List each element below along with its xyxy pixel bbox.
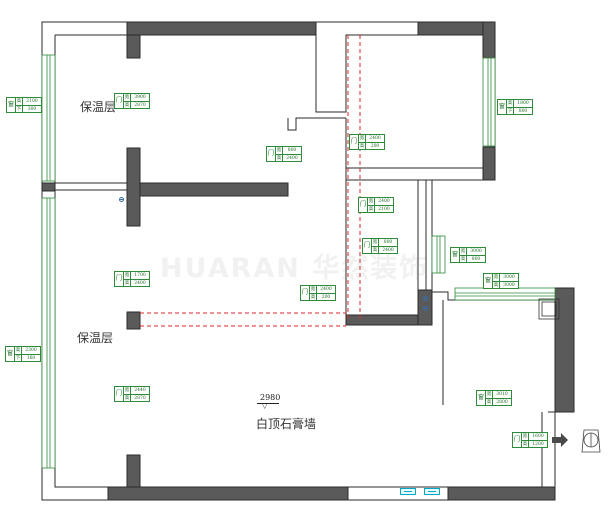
- ceiling-height-line: [257, 403, 279, 404]
- ceiling-marker-icon: ▽: [262, 402, 268, 410]
- entrance-icon: [552, 429, 601, 453]
- ceiling-material-label: 白顶石膏墙: [256, 417, 317, 431]
- appliance: [538, 298, 560, 320]
- ceiling-height-value: 2980: [260, 393, 281, 402]
- window-frames: [41, 54, 556, 469]
- floor-outlet-icon: [424, 488, 440, 495]
- room-label-top-left: 保温层: [80, 100, 117, 114]
- vent-icon: [423, 296, 428, 301]
- vent-icon: [423, 306, 428, 311]
- room-label-left: 保温层: [77, 331, 114, 345]
- demolition-dashed-lines: [140, 35, 361, 327]
- floor-outlet-icon: [400, 488, 416, 495]
- vent-icon: [119, 197, 124, 202]
- watermark: HUARAN 华然装饰: [160, 253, 429, 284]
- window-glass-lines: [46, 55, 555, 468]
